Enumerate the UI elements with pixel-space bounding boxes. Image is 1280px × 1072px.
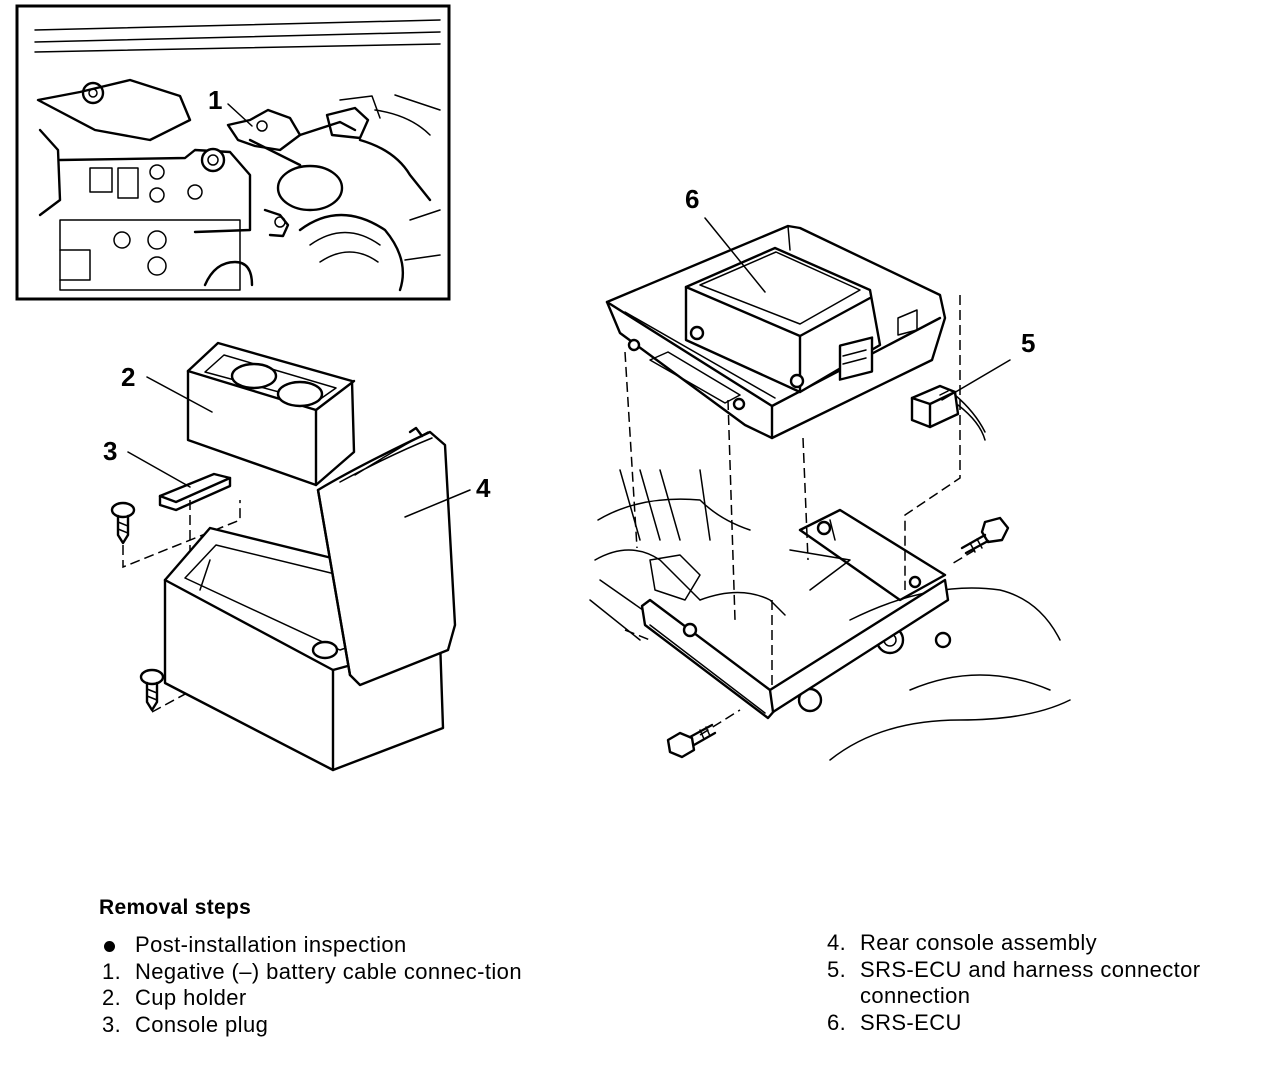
cup-holder <box>186 341 356 487</box>
step-text: Post-installation inspection <box>135 932 407 957</box>
callout-2: 2 <box>121 362 135 392</box>
callout-1: 1 <box>208 85 222 115</box>
console-lid <box>316 426 457 687</box>
step-number: 1. <box>102 958 122 984</box>
screw-top <box>110 501 136 545</box>
legend-step: 4. Rear console assembly <box>824 930 1280 957</box>
step-text: Console plug <box>135 1011 269 1037</box>
legend-step: 2. Cup holder <box>99 985 579 1012</box>
srs-ecu-assembly <box>589 217 1071 761</box>
callout-4: 4 <box>476 473 491 503</box>
bolt-right <box>960 516 1010 555</box>
step-text: Cup holder <box>135 985 247 1010</box>
lower-bracket <box>640 508 950 720</box>
srs-ecu <box>684 246 882 394</box>
step-number: 2. <box>102 985 122 1010</box>
callout-3: 3 <box>103 436 117 466</box>
step-number: 6. <box>827 1009 847 1035</box>
step-number: 5. <box>827 956 847 982</box>
harness-connector <box>910 384 986 441</box>
legend-right-column: 4. Rear console assembly 5. SRS-ECU and … <box>824 930 1280 1036</box>
floor-panel <box>589 469 1071 761</box>
legend-step: 5. SRS-ECU and harness connector connect… <box>824 957 1280 1010</box>
rear-console-assembly <box>110 341 471 772</box>
legend-step: 6. SRS-ECU <box>824 1010 1280 1037</box>
step-text: Negative (–) battery cable connec-tion <box>135 958 522 984</box>
legend-left-column: Post-installation inspection 1. Negative… <box>99 932 579 1038</box>
step-text: Rear console assembly <box>860 930 1098 955</box>
bolt-front <box>666 723 717 759</box>
step-text: SRS-ECU and harness connector connection <box>860 956 1201 1009</box>
callout-6: 6 <box>685 184 699 214</box>
exploded-diagram: 1 2 3 4 5 6 <box>15 4 1071 772</box>
screw-bottom <box>139 668 165 712</box>
bullet-icon <box>99 932 135 959</box>
step-number: 4. <box>827 930 847 955</box>
callout-5: 5 <box>1021 328 1035 358</box>
legend-step: Post-installation inspection <box>99 932 579 959</box>
step-text: SRS-ECU <box>860 1009 962 1035</box>
engine-bay-inset <box>15 4 451 301</box>
legend-step: 1. Negative (–) battery cable connec-tio… <box>99 959 579 986</box>
removal-steps-legend: Removal steps Post-installation inspecti… <box>0 880 1280 1072</box>
step-number: 3. <box>102 1011 122 1037</box>
legend-step: 3. Console plug <box>99 1012 579 1039</box>
engine-bay-illustration <box>34 19 441 292</box>
legend-title: Removal steps <box>99 896 252 919</box>
console-plug <box>158 472 232 512</box>
